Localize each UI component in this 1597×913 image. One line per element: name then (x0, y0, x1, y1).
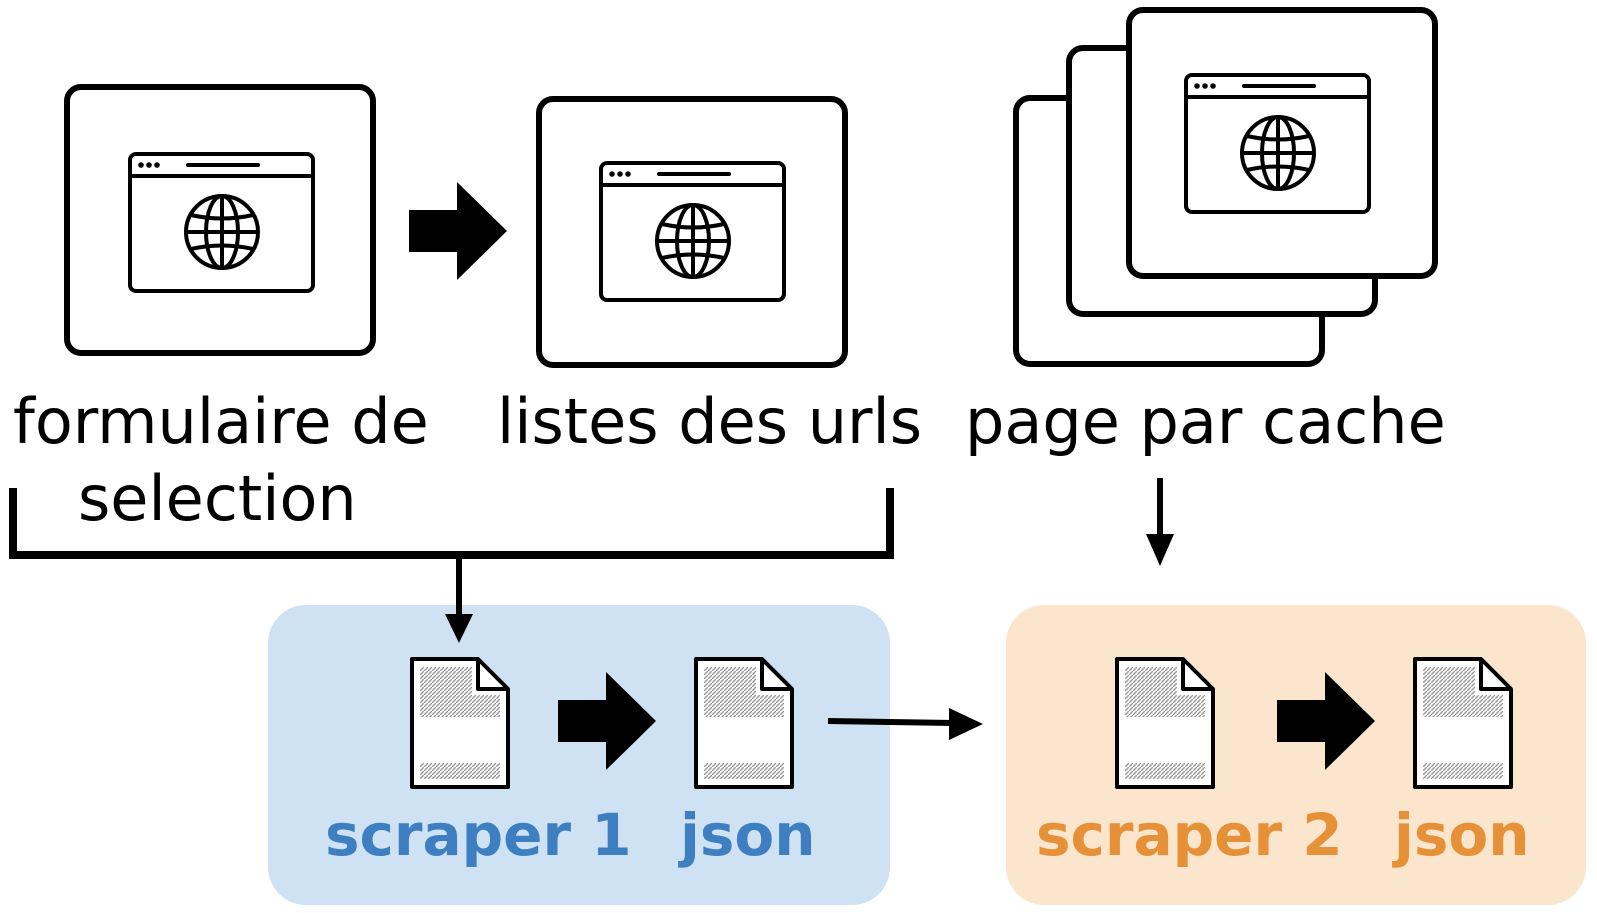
browser-globe-icon (128, 152, 315, 293)
down-arrow (445, 555, 473, 643)
form-label-line2: selection (78, 462, 357, 535)
url-list-card (536, 96, 848, 368)
document-icon (1413, 657, 1513, 789)
browser-globe-icon (1184, 73, 1371, 214)
document-icon (1115, 657, 1215, 789)
down-arrow (1146, 478, 1174, 566)
scraper1-title: scraper 1 (325, 801, 632, 869)
cached-pages-stack (1013, 7, 1438, 367)
block-arrow-icon (409, 182, 507, 280)
form-label-line1: formulaire de (13, 385, 429, 458)
form-page-card (64, 84, 376, 356)
cached-pages-label: page par cache (965, 385, 1446, 458)
scraper2-title: scraper 2 (1036, 801, 1343, 869)
document-icon (410, 657, 510, 789)
scraper2-output-label: json (1394, 801, 1530, 869)
scraper1-output-label: json (680, 801, 816, 869)
merge-bracket (9, 488, 894, 559)
url-list-label: listes des urls (497, 385, 923, 458)
connector-arrow (827, 708, 983, 740)
document-icon (694, 657, 794, 789)
browser-globe-icon (599, 161, 786, 302)
